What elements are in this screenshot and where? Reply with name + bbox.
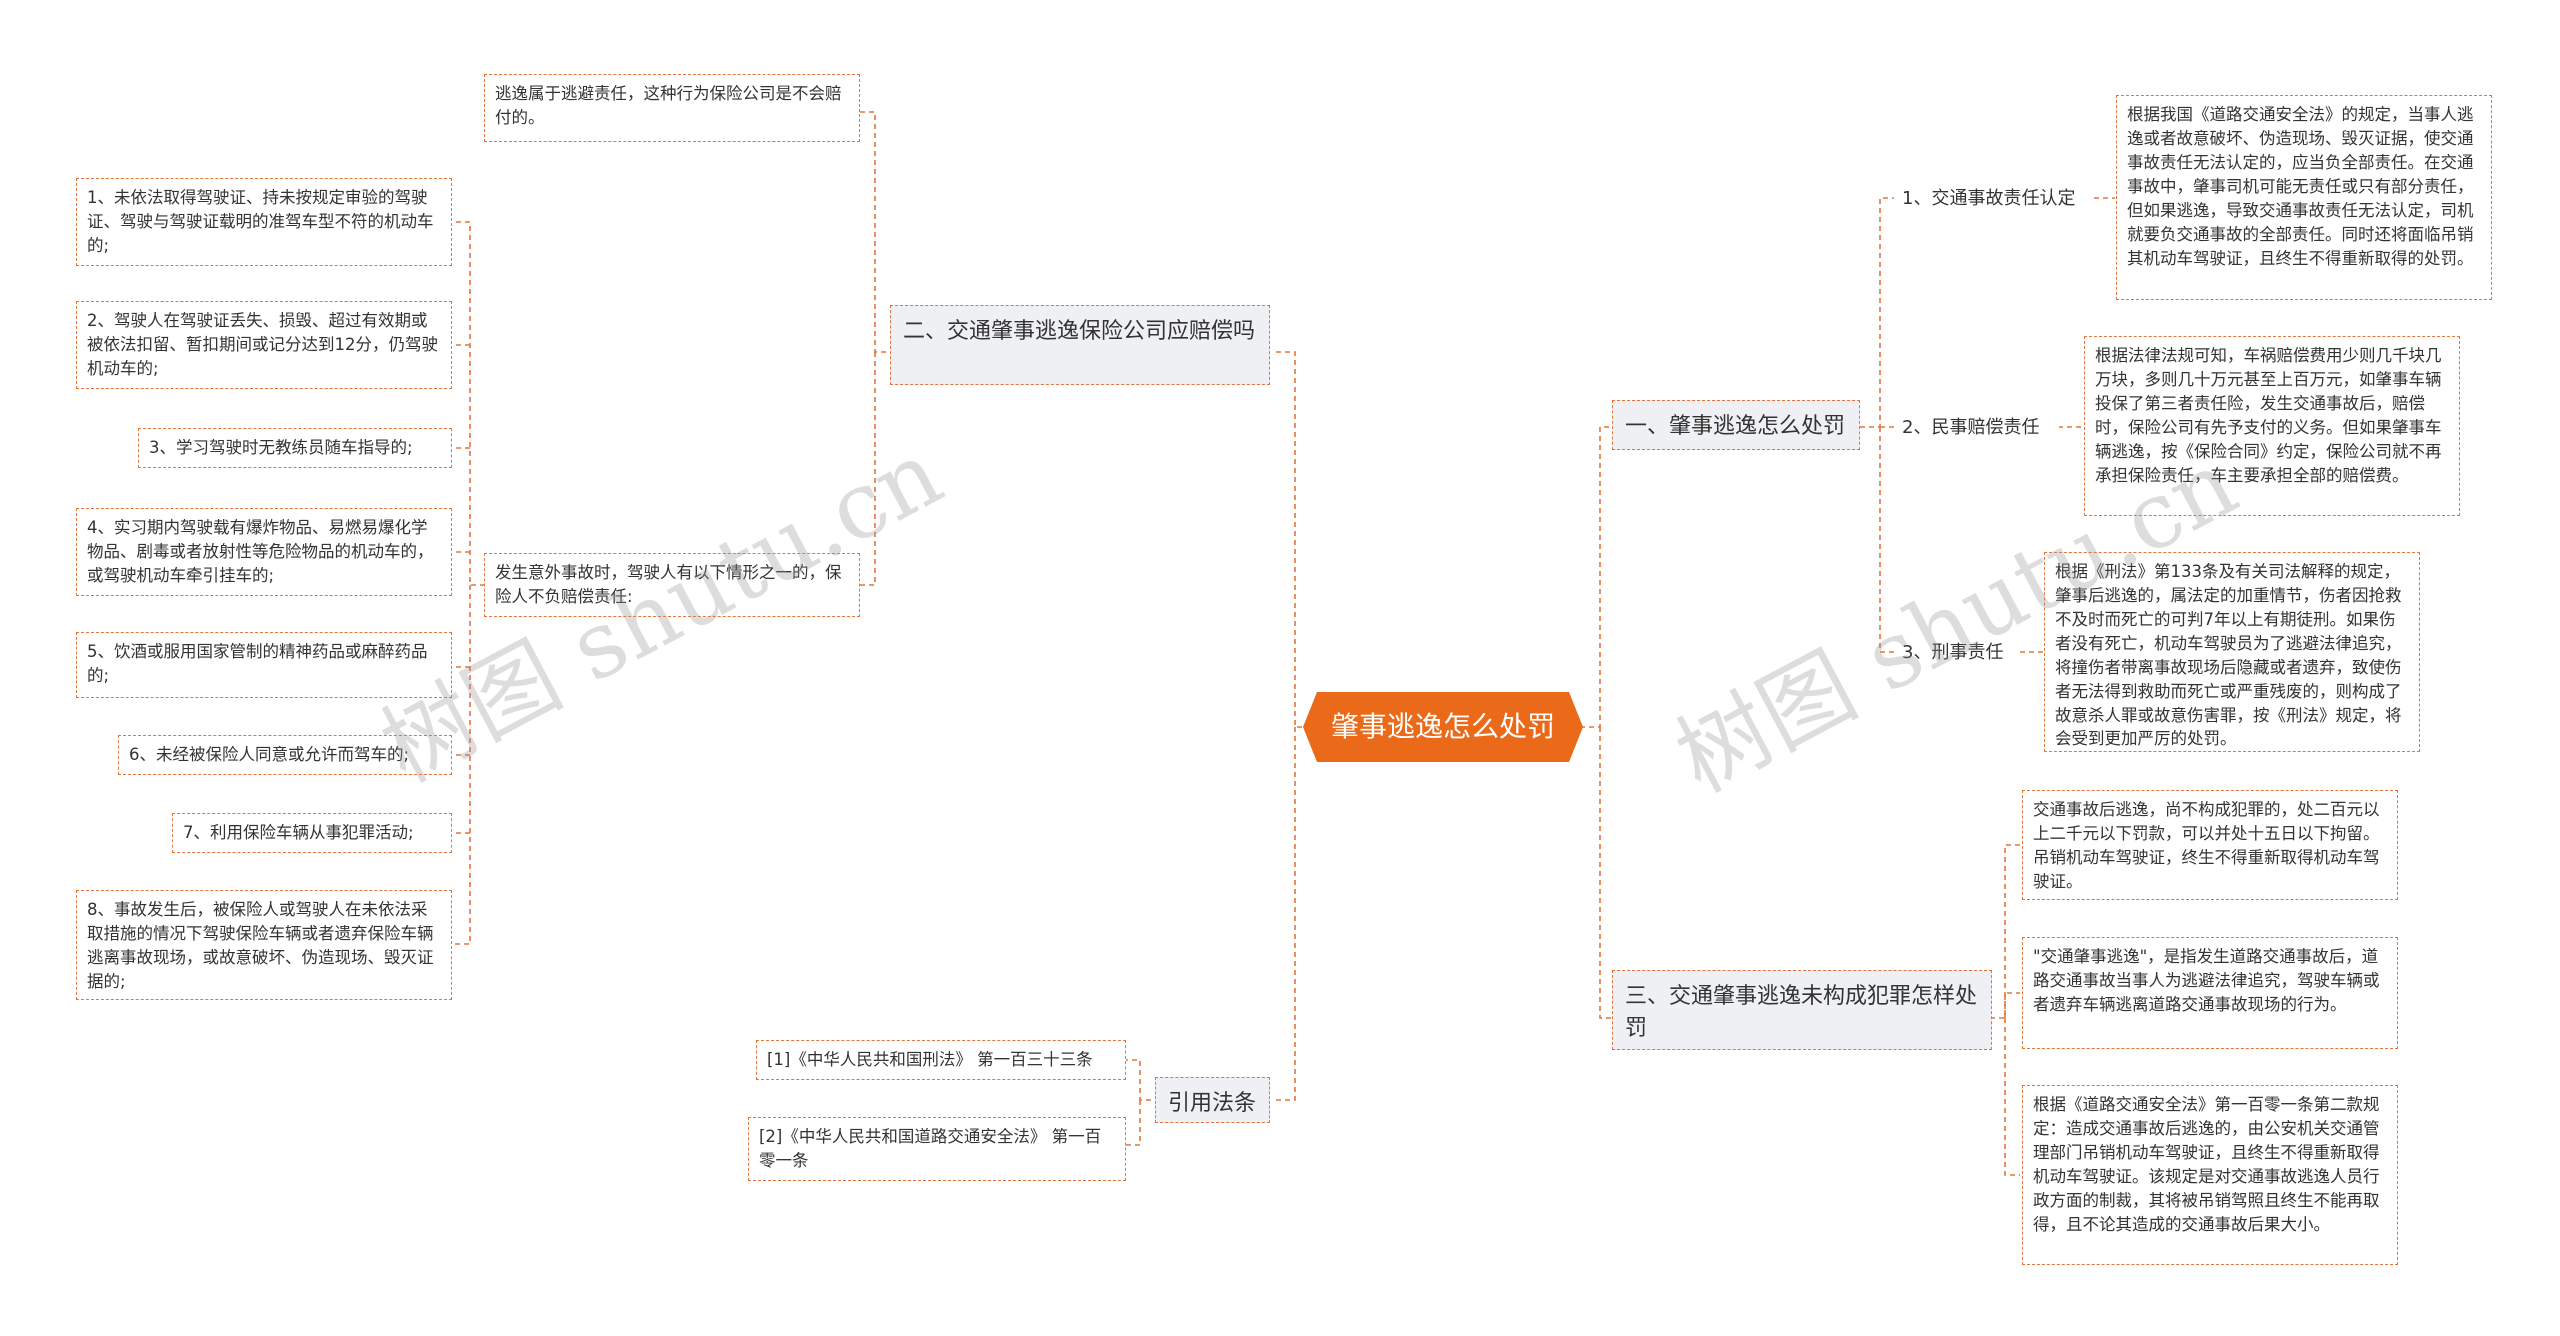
connector-b3-children <box>1990 844 2020 1019</box>
connector-root-b4 <box>1275 727 1296 1101</box>
branch-non-criminal-punishment[interactable]: 三、交通肇事逃逸未构成犯罪怎样处罚 <box>1612 970 1992 1050</box>
connector-root-right <box>1580 426 1615 728</box>
label-liability-determination[interactable]: 1、交通事故责任认定 <box>1894 180 2094 216</box>
list-item-exemption-5[interactable]: 5、饮酒或服用国家管制的精神药品或麻醉药品的; <box>76 632 452 698</box>
connector-b3-c3 <box>2004 1018 2020 1176</box>
connector-b2-children <box>860 111 895 353</box>
leaf-escape-definition[interactable]: "交通肇事逃逸"，是指发生道路交通事故后，道路交通事故当事人为逃避法律追究，驾驶… <box>2022 937 2398 1049</box>
list-item-exemption-1[interactable]: 1、未依法取得驾驶证、持未按规定审验的驾驶证、驾驶与驾驶证载明的准驾车型不符的机… <box>76 178 452 266</box>
leaf-insurance-no-pay[interactable]: 逃逸属于逃避责任，这种行为保险公司是不会赔付的。 <box>484 74 860 142</box>
leaf-non-criminal-fine[interactable]: 交通事故后逃逸，尚不构成犯罪的，处二百元以上二千元以下罚款，可以并处十五日以下拘… <box>2022 790 2398 900</box>
list-item-exemption-2[interactable]: 2、驾驶人在驾驶证丢失、损毁、超过有效期或被依法扣留、暂扣期间或记分达到12分，… <box>76 301 452 389</box>
connector-b1-l3 <box>1879 427 1895 653</box>
list-item-exemption-7[interactable]: 7、利用保险车辆从事犯罪活动; <box>172 813 452 853</box>
connector-b3-c2 <box>2004 992 2020 1018</box>
reference-traffic-safety-law[interactable]: [2]《中华人民共和国道路交通安全法》 第一百零一条 <box>748 1117 1126 1181</box>
list-item-exemption-6[interactable]: 6、未经被保险人同意或允许而驾车的; <box>118 735 452 775</box>
connector-b2-mid <box>860 352 876 586</box>
connector-b4-refs <box>1125 1059 1160 1101</box>
leaf-civil-liability-text[interactable]: 根据法律法规可知，车祸赔偿费用少则几千块几万块，多则几十万元甚至上百万元，如肇事… <box>2084 336 2460 516</box>
leaf-insurance-exemptions[interactable]: 发生意外事故时，驾驶人有以下情形之一的，保险人不负赔偿责任: <box>484 553 860 617</box>
connector-root-left <box>1275 351 1320 728</box>
list-item-exemption-4[interactable]: 4、实习期内驾驶载有爆炸物品、易燃易爆化学物品、剧毒或者放射性等危险物品的机动车… <box>76 508 452 596</box>
connector-b4-ref2 <box>1125 1100 1141 1146</box>
branch-insurance-compensation[interactable]: 二、交通肇事逃逸保险公司应赔偿吗 <box>890 305 1270 385</box>
reference-criminal-law[interactable]: [1]《中华人民共和国刑法》 第一百三十三条 <box>756 1040 1126 1080</box>
leaf-license-revocation[interactable]: 根据《道路交通安全法》第一百零一条第二款规定：造成交通事故后逃逸的，由公安机关交… <box>2022 1085 2398 1265</box>
label-civil-liability[interactable]: 2、民事赔偿责任 <box>1894 409 2059 445</box>
connector-mid-items <box>455 221 485 586</box>
label-criminal-liability[interactable]: 3、刑事责任 <box>1894 634 2019 670</box>
leaf-criminal-liability-text[interactable]: 根据《刑法》第133条及有关司法解释的规定，肇事后逃逸的，属法定的加重情节，伤者… <box>2044 552 2420 752</box>
branch-how-to-punish[interactable]: 一、肇事逃逸怎么处罚 <box>1612 400 1860 450</box>
branch-cited-laws[interactable]: 引用法条 <box>1155 1077 1270 1123</box>
list-item-exemption-3[interactable]: 3、学习驾驶时无教练员随车指导的; <box>138 428 452 468</box>
list-item-exemption-8[interactable]: 8、事故发生后，被保险人或驾驶人在未依法采取措施的情况下驾驶保险车辆或者遗弃保险… <box>76 890 452 1000</box>
connector-root-b3 <box>1599 727 1615 1019</box>
root-node[interactable]: 肇事逃逸怎么处罚 <box>1303 692 1583 762</box>
connector-items-spine <box>455 585 471 945</box>
connector-b1-labels <box>1860 197 1895 428</box>
leaf-liability-determination-text[interactable]: 根据我国《道路交通安全法》的规定，当事人逃逸或者故意破坏、伪造现场、毁灭证据，使… <box>2116 95 2492 300</box>
